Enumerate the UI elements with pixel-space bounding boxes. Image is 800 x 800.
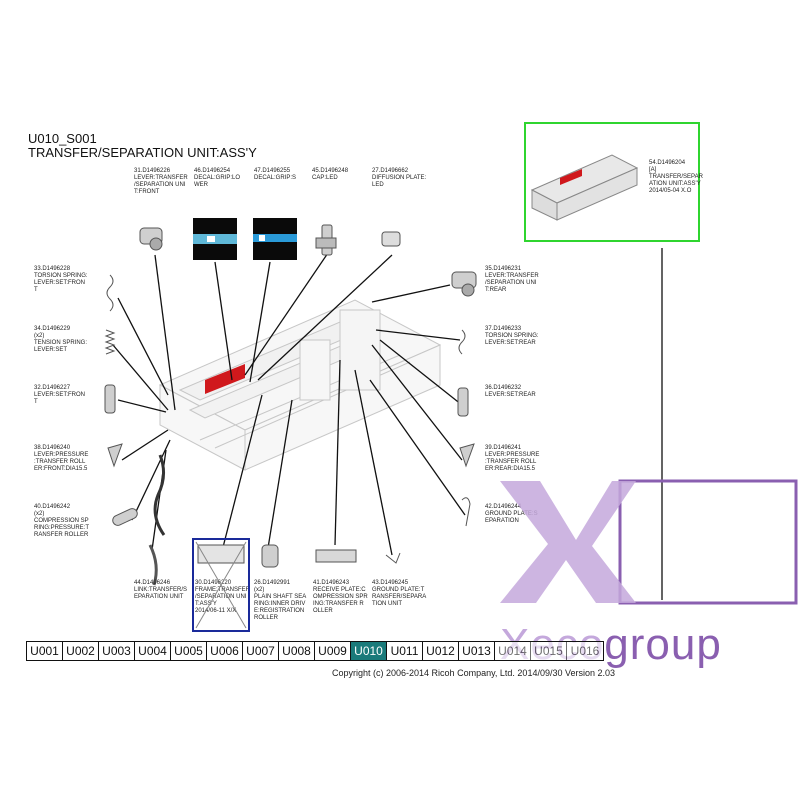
nav-u011[interactable]: U011 [387,642,423,660]
label-part-26[interactable]: 26.D1492991 (x2) PLAIN SHAFT SEA RING:IN… [254,580,307,621]
page-navigation: U001 U002 U003 U004 U005 U006 U007 U008 … [26,641,604,661]
label-part-30[interactable]: 30.D1496220 FRAME:TRANSFER /SEPARATION U… [195,580,251,614]
xecogroup-watermark-logo [500,479,798,605]
label-part-41[interactable]: 41.D1496243 RECEIVE PLATE:C OMPRESSION S… [313,580,368,614]
part-42-icon [461,497,471,527]
diagram-code: U010_S001 [28,131,97,146]
nav-u009[interactable]: U009 [315,642,351,660]
part-36-icon [457,387,469,417]
label-part-35[interactable]: 35.D1496231 LEVER:TRANSFER /SEPARATION U… [485,266,539,293]
main-frame [158,299,442,471]
diagram-title: TRANSFER/SEPARATION UNIT:ASS'Y [28,145,257,160]
assembly-preview-box[interactable]: 54.D1496204 [A] TRANSFER/SEPAR ATION UNI… [524,122,703,242]
nav-u003[interactable]: U003 [99,642,135,660]
nav-u005[interactable]: U005 [171,642,207,660]
nav-u010[interactable]: U010 [351,642,387,660]
label-part-46[interactable]: 46.D1496254 DECAL:GRIP:LO WER [194,168,241,188]
label-part-31[interactable]: 31.D1496226 LEVER:TRANSFER /SEPARATION U… [134,168,188,195]
part-33-icon [106,274,114,312]
assy-thumbnail [530,154,639,221]
label-part-33[interactable]: 33.D1496228 TORSION SPRING: LEVER:SET:FR… [34,266,88,293]
nav-u015[interactable]: U015 [531,642,567,660]
part-31-icon [139,227,163,251]
nav-u014[interactable]: U014 [495,642,531,660]
part-41-icon [315,549,357,563]
part-27-icon [381,231,401,247]
nav-u012[interactable]: U012 [423,642,459,660]
label-part-39[interactable]: 39.D1496241 LEVER:PRESSURE :TRANSFER ROL… [485,445,540,472]
nav-u001[interactable]: U001 [27,642,63,660]
frame-assy-highlight[interactable] [192,538,250,632]
part-32-icon [104,384,116,414]
label-part-38[interactable]: 38.D1496240 LEVER:PRESSURE :TRANSFER ROL… [34,445,89,472]
part-39-icon [459,443,475,468]
label-part-37[interactable]: 37.D1496233 TORSION SPRING: LEVER:SET:RE… [485,326,539,346]
part-35-icon [451,271,477,297]
part-43-icon [385,552,401,564]
label-part-54: 54.D1496204 [A] TRANSFER/SEPAR ATION UNI… [649,160,703,194]
label-part-32[interactable]: 32.D1496227 LEVER:SET:FRON T [34,385,86,405]
nav-u004[interactable]: U004 [135,642,171,660]
nav-u013[interactable]: U013 [459,642,495,660]
nav-u006[interactable]: U006 [207,642,243,660]
label-part-47[interactable]: 47.D1496255 DECAL:GRIP:S [254,168,297,181]
part-38-icon [107,443,123,468]
label-part-27[interactable]: 27.D1496662 DIFFUSION PLATE: LED [372,168,427,188]
label-part-45[interactable]: 45.D1496248 CAP:LED [312,168,349,181]
part-34-icon [104,329,116,355]
part-44-icon [148,544,158,586]
decal-grip-lower-image [193,218,237,260]
part-26-icon [261,544,279,568]
label-part-34[interactable]: 34.D1496229 (x2) TENSION SPRING: LEVER:S… [34,326,88,353]
label-part-36[interactable]: 36.D1496232 LEVER:SET:REAR [485,385,536,398]
part-30-icon [197,544,245,564]
nav-u007[interactable]: U007 [243,642,279,660]
nav-u002[interactable]: U002 [63,642,99,660]
decal-grip-s-image [253,218,297,260]
cross-out-mark [195,541,247,629]
part-37-icon [458,329,466,355]
label-part-40[interactable]: 40.D1496242 (x2) COMPRESSION SP RING:PRE… [34,504,90,538]
part-45-icon [315,224,337,256]
label-part-44[interactable]: 44.D1496246 LINK:TRANSFER/S EPARATION UN… [134,580,188,600]
copyright-footer: Copyright (c) 2006-2014 Ricoh Company, L… [332,668,616,678]
frame-decal-red [205,364,245,394]
label-part-43[interactable]: 43.D1496245 GROUND PLATE:T RANSFER/SEPAR… [372,580,427,607]
nav-u016[interactable]: U016 [567,642,603,660]
nav-u008[interactable]: U008 [279,642,315,660]
part-40-icon [112,508,138,526]
